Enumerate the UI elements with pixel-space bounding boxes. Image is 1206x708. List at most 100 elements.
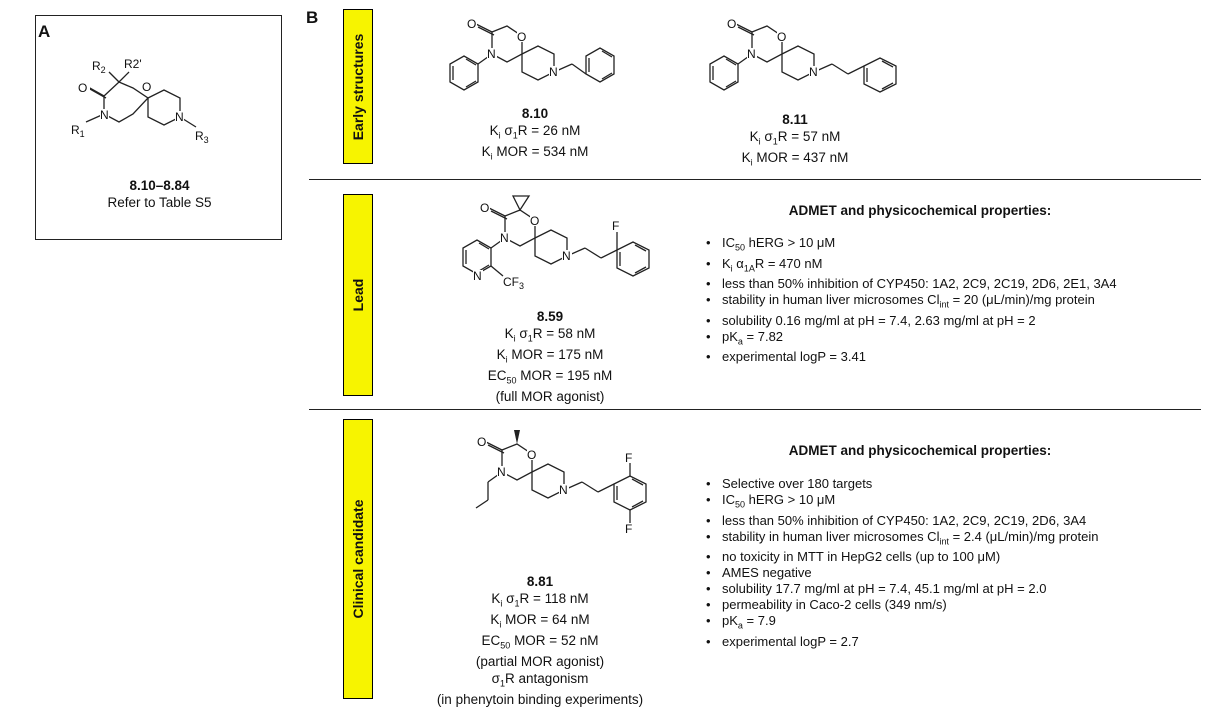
admet-item: pKa = 7.82 (704, 329, 1117, 350)
t: 50 (500, 640, 511, 651)
t: i (490, 151, 493, 162)
ki-sigma-line: Ki σ1R = 58 nM (460, 326, 640, 347)
admet-text: hERG > 10 μM (745, 492, 836, 507)
t: MOR = 64 nM (501, 611, 590, 627)
admet-text: no toxicity in MTT in HepG2 cells (up to… (722, 549, 1001, 565)
panel-a-box: O N O N R1 R2 R2' R3 8.10–8.84 Refer to … (35, 15, 282, 240)
atom-o-carbonyl: O (78, 81, 87, 95)
admet-subscript: int (939, 299, 949, 310)
admet-text: permeability in Caco-2 cells (349 nm/s) (722, 597, 947, 613)
row-label-early-text: Early structures (350, 33, 366, 140)
atom-o: O (517, 30, 526, 44)
t: σ (500, 122, 513, 138)
t: R = 118 nM (519, 590, 589, 606)
admet-subscript: i (730, 263, 733, 274)
atom-o: O (530, 214, 539, 228)
admet-text: stability in human liver microsomes Cl (722, 528, 940, 544)
caption-8-11: 8.11 Ki σ1R = 57 nM Ki MOR = 437 nM (715, 112, 875, 171)
row-label-clinical-text: Clinical candidate (350, 499, 366, 619)
admet-item: no toxicity in MTT in HepG2 cells (up to… (704, 549, 1098, 565)
t: R antagonism (505, 670, 589, 686)
admet-text: IC (722, 492, 735, 507)
t: K (496, 346, 506, 362)
clinical-admet-list: Selective over 180 targetsIC50 hERG > 10… (704, 476, 1098, 650)
admet-text: experimental logP = 2.7 (722, 633, 859, 649)
binding-note: (in phenytoin binding experiments) (436, 691, 644, 707)
atom-n: N (487, 47, 496, 61)
atom-o: O (477, 435, 486, 449)
t: R = 57 nM (777, 128, 841, 144)
admet-subscript: 1A (743, 263, 755, 274)
compound-range: 8.10–8.84 (129, 178, 190, 193)
row-label-early: Early structures (343, 9, 373, 164)
admet-subscript: 50 (735, 499, 746, 510)
admet-text: K (722, 255, 731, 271)
admet-text: stability in human liver microsomes Cl (722, 292, 940, 308)
t: R = 26 nM (517, 122, 581, 138)
admet-text: less than 50% inhibition of CYP450: 1A2,… (722, 512, 1087, 528)
compound-id: 8.10 (521, 106, 549, 121)
t: R = 58 nM (532, 325, 596, 341)
t: MOR = 52 nM (510, 632, 599, 648)
ki-mor-line: Ki MOR = 437 nM (715, 150, 875, 171)
panel-a-letter: A (38, 22, 51, 41)
panel-b-letter: B (306, 8, 319, 27)
compound-id: 8.81 (526, 574, 554, 589)
admet-text: = 7.9 (742, 613, 776, 629)
admet-text: solubility 17.7 mg/ml at pH = 7.4, 45.1 … (722, 581, 1047, 597)
atom-n: N (562, 249, 571, 263)
ec50-line: EC50 MOR = 195 nM (460, 368, 640, 389)
t: 1 (772, 136, 778, 147)
atom-n: N (497, 465, 506, 479)
admet-item: stability in human liver microsomes Clin… (704, 529, 1098, 550)
admet-text: = 7.82 (742, 328, 784, 344)
atom-o-ring: O (142, 80, 151, 94)
admet-text: R = 470 nM (754, 255, 823, 271)
t: 1 (527, 333, 533, 344)
t: i (513, 333, 516, 344)
atom-n: N (100, 108, 109, 122)
t: K (749, 128, 759, 144)
t: K (490, 611, 500, 627)
r1-label: R (71, 123, 80, 137)
atom-n: N (809, 65, 818, 79)
atom-o: O (527, 448, 536, 462)
compound-id: 8.11 (782, 112, 808, 127)
t: 1 (514, 598, 520, 609)
t: i (499, 619, 502, 630)
t: 1 (500, 678, 506, 689)
cf3-sub: 3 (519, 281, 524, 291)
ki-sigma-line: Ki σ1R = 57 nM (715, 129, 875, 150)
t: i (505, 354, 508, 365)
t: σ (502, 590, 515, 606)
structure-8-59: O N O N N F CF3 (462, 195, 650, 291)
row-divider-2 (309, 409, 1201, 410)
t: i (500, 598, 503, 609)
t: MOR = 195 nM (516, 367, 613, 383)
admet-item: experimental logP = 3.41 (704, 349, 1117, 365)
admet-item: solubility 17.7 mg/ml at pH = 7.4, 45.1 … (704, 581, 1098, 597)
caption-8-81: 8.81 Ki σ1R = 118 nM Ki MOR = 64 nM EC50… (410, 574, 670, 708)
atom-f: F (625, 522, 632, 536)
structure-8-81: O N O N F F (475, 430, 647, 536)
atom-o: O (727, 17, 736, 31)
t: EC (481, 632, 501, 648)
admet-item: IC50 hERG > 10 μM (704, 492, 1098, 513)
admet-item: experimental logP = 2.7 (704, 634, 1098, 650)
agonist-note: (full MOR agonist) (495, 389, 605, 405)
atom-o: O (777, 30, 786, 44)
admet-item: AMES negative (704, 565, 1098, 581)
admet-subscript: a (737, 620, 743, 631)
agonist-note: (partial MOR agonist) (475, 654, 605, 670)
admet-item: stability in human liver microsomes Clin… (704, 292, 1117, 313)
svg-text:CF3: CF3 (503, 275, 524, 291)
atom-o: O (467, 17, 476, 31)
atom-n-piperidine: N (175, 110, 184, 124)
admet-text: hERG > 10 μM (745, 235, 836, 250)
row-label-clinical: Clinical candidate (343, 419, 373, 699)
admet-item: permeability in Caco-2 cells (349 nm/s) (704, 597, 1098, 613)
table-note: Refer to Table S5 (107, 194, 212, 210)
admet-text: AMES negative (722, 565, 812, 581)
t: σ (515, 325, 528, 341)
antagonism-line: σ1R antagonism (410, 671, 670, 692)
